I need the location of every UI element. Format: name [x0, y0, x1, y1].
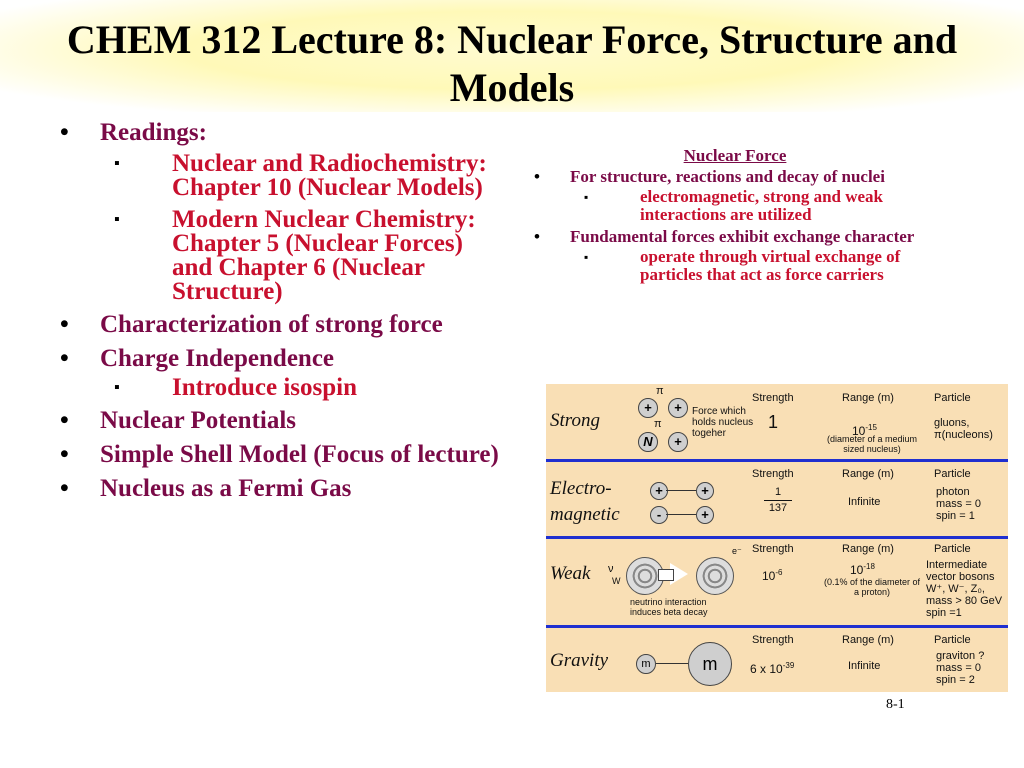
slide-number: 8-1	[886, 697, 905, 712]
header-strength: Strength	[752, 543, 794, 555]
sub-bullet-force-carriers: operate through virtual exchange of part…	[570, 248, 940, 284]
arrow-shaft	[658, 569, 674, 581]
force-row-strong: Strong π + + π N + Force which holds nuc…	[546, 384, 1008, 458]
positive-charge-icon: +	[650, 482, 668, 500]
proton-icon: +	[668, 432, 688, 452]
force-name-electromagnetic-2: magnetic	[550, 504, 620, 525]
particle-line: vector bosons	[926, 571, 995, 583]
sub-bullet-interactions: electromagnetic, strong and weak interac…	[570, 188, 940, 224]
bullet-nuclear-potentials: Nuclear Potentials	[60, 408, 500, 435]
strength-value: 1	[768, 412, 779, 432]
strong-diagram-note: Force which holds nucleus togeher	[692, 406, 754, 439]
header-particle: Particle	[934, 634, 971, 646]
right-bullet-list: Nuclear Force For structure, reactions a…	[530, 146, 940, 288]
particle-line: W⁺, W⁻, Z₀,	[926, 583, 985, 595]
bullet-label: Fundamental forces exhibit exchange char…	[570, 227, 915, 246]
particle-line: graviton ?	[936, 650, 985, 662]
pi-label: π	[656, 385, 664, 397]
strength-value: 10-6	[762, 568, 783, 583]
bullet-shell-model: Simple Shell Model (Focus of lecture)	[60, 442, 500, 469]
header-strength: Strength	[752, 392, 794, 404]
bullet-fermi-gas: Nucleus as a Fermi Gas	[60, 476, 500, 503]
nucleus-icon	[626, 557, 664, 595]
large-mass-icon: m	[688, 642, 732, 686]
range-value: Infinite	[848, 496, 881, 508]
bullet-strong-force: Characterization of strong force	[60, 312, 500, 339]
row-divider	[546, 625, 1008, 628]
sub-bullet-reading-2: Modern Nuclear Chemistry: Chapter 5 (Nuc…	[100, 207, 500, 304]
neutron-icon: N	[638, 432, 658, 452]
fundamental-forces-figure: Strong π + + π N + Force which holds nuc…	[546, 384, 1008, 692]
force-row-weak: Weak ν W e⁻ neutrino interaction induces…	[546, 541, 1008, 623]
slide-title: CHEM 312 Lecture 8: Nuclear Force, Struc…	[66, 17, 958, 110]
header-particle: Particle	[934, 543, 971, 555]
particle-value: gluons, π(nucleons)	[934, 417, 993, 441]
range-value: 10-18	[850, 562, 875, 577]
header-range: Range (m)	[842, 634, 894, 646]
bullet-label: For structure, reactions and decay of nu…	[570, 167, 885, 186]
strength-denominator: 137	[768, 502, 788, 514]
gravity-arrow	[656, 663, 688, 664]
proton-icon: +	[638, 398, 658, 418]
title-band	[0, 0, 1024, 112]
particle-line: Intermediate	[926, 559, 988, 571]
weak-diagram-note: neutrino interaction induces beta decay	[630, 597, 708, 617]
bullet-label: Charge Independence	[100, 345, 335, 372]
force-row-electromagnetic: Electro- magnetic + + - + Strength Range…	[546, 464, 1008, 534]
force-name-weak: Weak	[550, 563, 591, 584]
header-range: Range (m)	[842, 468, 894, 480]
w-boson-label: W	[612, 576, 621, 586]
pi-label: π	[654, 418, 662, 430]
row-divider	[546, 459, 1008, 462]
proton-icon: +	[668, 398, 688, 418]
header-particle: Particle	[934, 392, 971, 404]
sub-bullet-isospin: Introduce isospin	[100, 375, 500, 400]
bullet-exchange-character: Fundamental forces exhibit exchange char…	[530, 228, 940, 284]
attraction-arrow	[666, 514, 696, 515]
left-bullet-list: Readings: Nuclear and Radiochemistry: Ch…	[60, 120, 500, 510]
positive-charge-icon: +	[696, 506, 714, 524]
force-name-electromagnetic-1: Electro-	[550, 478, 612, 499]
particle-line: spin = 1	[936, 510, 975, 522]
positive-charge-icon: +	[696, 482, 714, 500]
particle-line: spin = 2	[936, 674, 975, 686]
force-row-gravity: Gravity m m Strength Range (m) Particle …	[546, 630, 1008, 692]
range-note: (diameter of a medium sized nucleus)	[826, 434, 918, 454]
force-name-gravity: Gravity	[550, 650, 609, 671]
header-range: Range (m)	[842, 392, 894, 404]
negative-charge-icon: -	[650, 506, 668, 524]
strength-numerator: 1	[774, 486, 782, 498]
nucleus-icon	[696, 557, 734, 595]
particle-line: photon	[936, 486, 970, 498]
particle-line: mass = 0	[936, 498, 981, 510]
header-strength: Strength	[752, 634, 794, 646]
fraction-bar	[764, 500, 792, 501]
range-value: Infinite	[848, 660, 881, 672]
nuclear-force-heading: Nuclear Force	[683, 146, 787, 165]
row-divider	[546, 536, 1008, 539]
strength-value: 6 x 10-39	[750, 661, 795, 676]
neutrino-label: ν	[608, 563, 614, 575]
bullet-structure-reactions: For structure, reactions and decay of nu…	[530, 168, 940, 224]
header-strength: Strength	[752, 468, 794, 480]
particle-line: spin =1	[926, 607, 962, 619]
force-name-strong: Strong	[550, 410, 600, 431]
range-note: (0.1% of the diameter of a proton)	[823, 577, 921, 597]
particle-line: mass > 80 GeV	[926, 595, 1003, 607]
repulsion-arrow	[666, 490, 696, 491]
bullet-label: Readings:	[100, 119, 207, 146]
range-value: 10-15	[852, 423, 877, 438]
small-mass-icon: m	[636, 654, 656, 674]
header-particle: Particle	[934, 468, 971, 480]
sub-bullet-reading-1: Nuclear and Radiochemistry: Chapter 10 (…	[100, 151, 500, 200]
bullet-readings: Readings: Nuclear and Radiochemistry: Ch…	[60, 119, 500, 305]
bullet-charge-independence: Charge Independence Introduce isospin	[60, 345, 500, 401]
particle-line: mass = 0	[936, 662, 981, 674]
electron-label: e⁻	[732, 546, 742, 556]
arrow-icon	[670, 563, 688, 585]
header-range: Range (m)	[842, 543, 894, 555]
